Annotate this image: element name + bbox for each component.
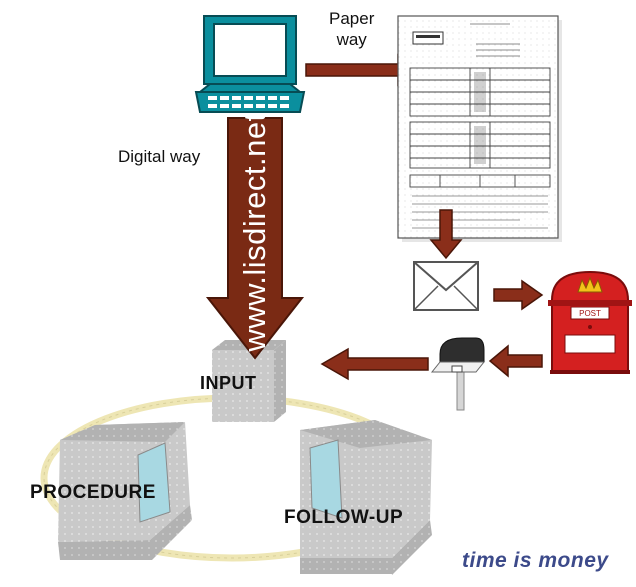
- input-label: INPUT: [200, 373, 257, 393]
- letterbox-icon: [430, 337, 486, 411]
- envelope-icon: [413, 261, 479, 311]
- crown-icon: [577, 276, 603, 293]
- digital-way-label: Digital way: [118, 147, 201, 166]
- website-url[interactable]: www.lisdirect.net: [237, 112, 272, 352]
- mailbox-to-letterbox-arrow: [488, 344, 543, 378]
- procedure-label: PROCEDURE: [30, 482, 156, 503]
- paper-way-line1: Paper: [329, 9, 375, 28]
- paper-form-icon: [397, 15, 562, 242]
- procedure-box: [58, 422, 192, 560]
- computer-icon: [194, 15, 306, 113]
- mailbox-icon: POST: [548, 270, 632, 374]
- envelope-to-mailbox-arrow: [493, 279, 544, 311]
- follow-up-box: [300, 420, 432, 575]
- slogan: time is money: [462, 549, 609, 572]
- mailbox-sign: POST: [579, 309, 601, 318]
- digital-way-arrow: [205, 117, 305, 360]
- follow-up-label: FOLLOW-UP: [284, 507, 404, 528]
- paper-to-envelope-arrow: [429, 209, 463, 260]
- paper-way-label: Paper way: [329, 8, 374, 50]
- letterbox-to-input-arrow: [320, 347, 429, 381]
- paper-way-line2: way: [336, 30, 367, 49]
